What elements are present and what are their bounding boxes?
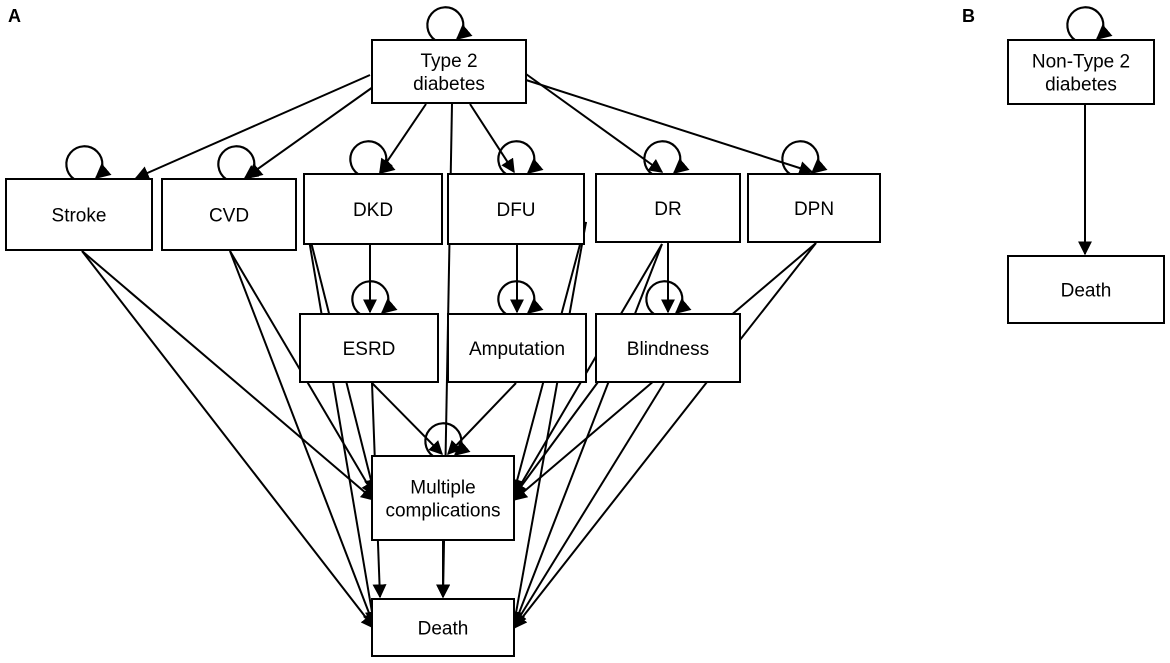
node-label-dpn-0: DPN: [794, 199, 834, 220]
node-box-death_b: [1007, 255, 1165, 324]
self-loop-cvd: [217, 145, 264, 180]
node-label-amputation-0: Amputation: [469, 339, 565, 360]
node-label-dr-0: DR: [654, 199, 681, 220]
edge-t2d-dfu: [469, 103, 515, 174]
node-box-dpn: [747, 173, 881, 243]
node-label-nont2d-1: diabetes: [1045, 75, 1117, 96]
self-loop-nont2d: [1066, 6, 1113, 41]
self-loop-amputation: [497, 280, 544, 315]
edge-blindness-death_a: [513, 382, 665, 628]
self-loop-esrd: [351, 280, 398, 315]
node-label-multiple-1: complications: [385, 501, 500, 522]
node-label-nont2d-0: Non-Type 2: [1032, 52, 1130, 73]
node-dfu: DFU: [447, 173, 585, 245]
edge-t2d-dr: [525, 73, 664, 173]
node-label-t2d-1: diabetes: [413, 74, 485, 95]
node-box-death_a: [371, 598, 515, 657]
node-death_b: Death: [1007, 255, 1165, 324]
node-death_a: Death: [371, 598, 515, 657]
self-loop-stroke: [65, 145, 112, 180]
node-label-dfu-0: DFU: [496, 200, 535, 221]
self-loops-layer: [65, 6, 1113, 457]
node-box-stroke: [5, 178, 153, 251]
edge-esrd-multiple: [371, 382, 443, 455]
node-label-t2d-0: Type 2: [420, 51, 477, 72]
node-amputation: Amputation: [447, 313, 587, 383]
node-label-esrd-0: ESRD: [343, 339, 396, 360]
edge-blindness-multiple: [513, 381, 599, 498]
node-box-t2d: [371, 39, 527, 104]
node-label-stroke-0: Stroke: [52, 206, 107, 227]
self-loop-t2d: [426, 6, 473, 41]
edge-t2d-cvd: [243, 81, 381, 179]
node-box-multiple: [371, 455, 515, 541]
edge-dr-death_a: [512, 243, 663, 628]
panel-label-a: A: [8, 6, 21, 26]
edge-amputation-multiple: [447, 382, 517, 456]
self-loop-dkd: [349, 140, 396, 175]
edge-dr-multiple: [513, 243, 663, 498]
node-box-blindness: [595, 313, 741, 383]
node-label-blindness-0: Blindness: [627, 339, 709, 360]
node-cvd: CVD: [161, 178, 297, 251]
edge-t2d-dpn: [525, 79, 814, 175]
self-loop-dr: [643, 140, 690, 175]
node-label-death_a-0: Death: [418, 619, 469, 640]
node-box-dkd: [303, 173, 443, 245]
node-label-cvd-0: CVD: [209, 206, 249, 227]
node-label-multiple-0: Multiple: [410, 478, 475, 499]
node-box-nont2d: [1007, 39, 1155, 105]
node-blindness: Blindness: [595, 313, 741, 383]
node-box-dr: [595, 173, 741, 243]
node-stroke: Stroke: [5, 178, 153, 251]
node-box-cvd: [161, 178, 297, 251]
edge-stroke-multiple: [81, 250, 376, 501]
node-esrd: ESRD: [299, 313, 439, 383]
node-dkd: DKD: [303, 173, 443, 245]
self-loop-blindness: [645, 280, 692, 315]
node-dpn: DPN: [747, 173, 881, 243]
self-loop-dpn: [781, 140, 828, 175]
node-dr: DR: [595, 173, 741, 243]
node-label-death_b-0: Death: [1061, 281, 1112, 302]
edge-stroke-death_a: [81, 250, 375, 630]
edge-dfu-death_a: [509, 221, 587, 626]
node-label-dkd-0: DKD: [353, 200, 393, 221]
edge-dkd-death_a: [305, 221, 379, 626]
edge-cvd-death_a: [229, 250, 377, 628]
node-box-amputation: [447, 313, 587, 383]
node-box-dfu: [447, 173, 585, 245]
self-loop-multiple: [424, 422, 471, 457]
panel-label-b: B: [962, 6, 975, 26]
edge-dpn-death_a: [513, 242, 817, 630]
edge-t2d-stroke: [134, 74, 371, 180]
node-box-esrd: [299, 313, 439, 383]
self-loop-dfu: [497, 140, 544, 175]
